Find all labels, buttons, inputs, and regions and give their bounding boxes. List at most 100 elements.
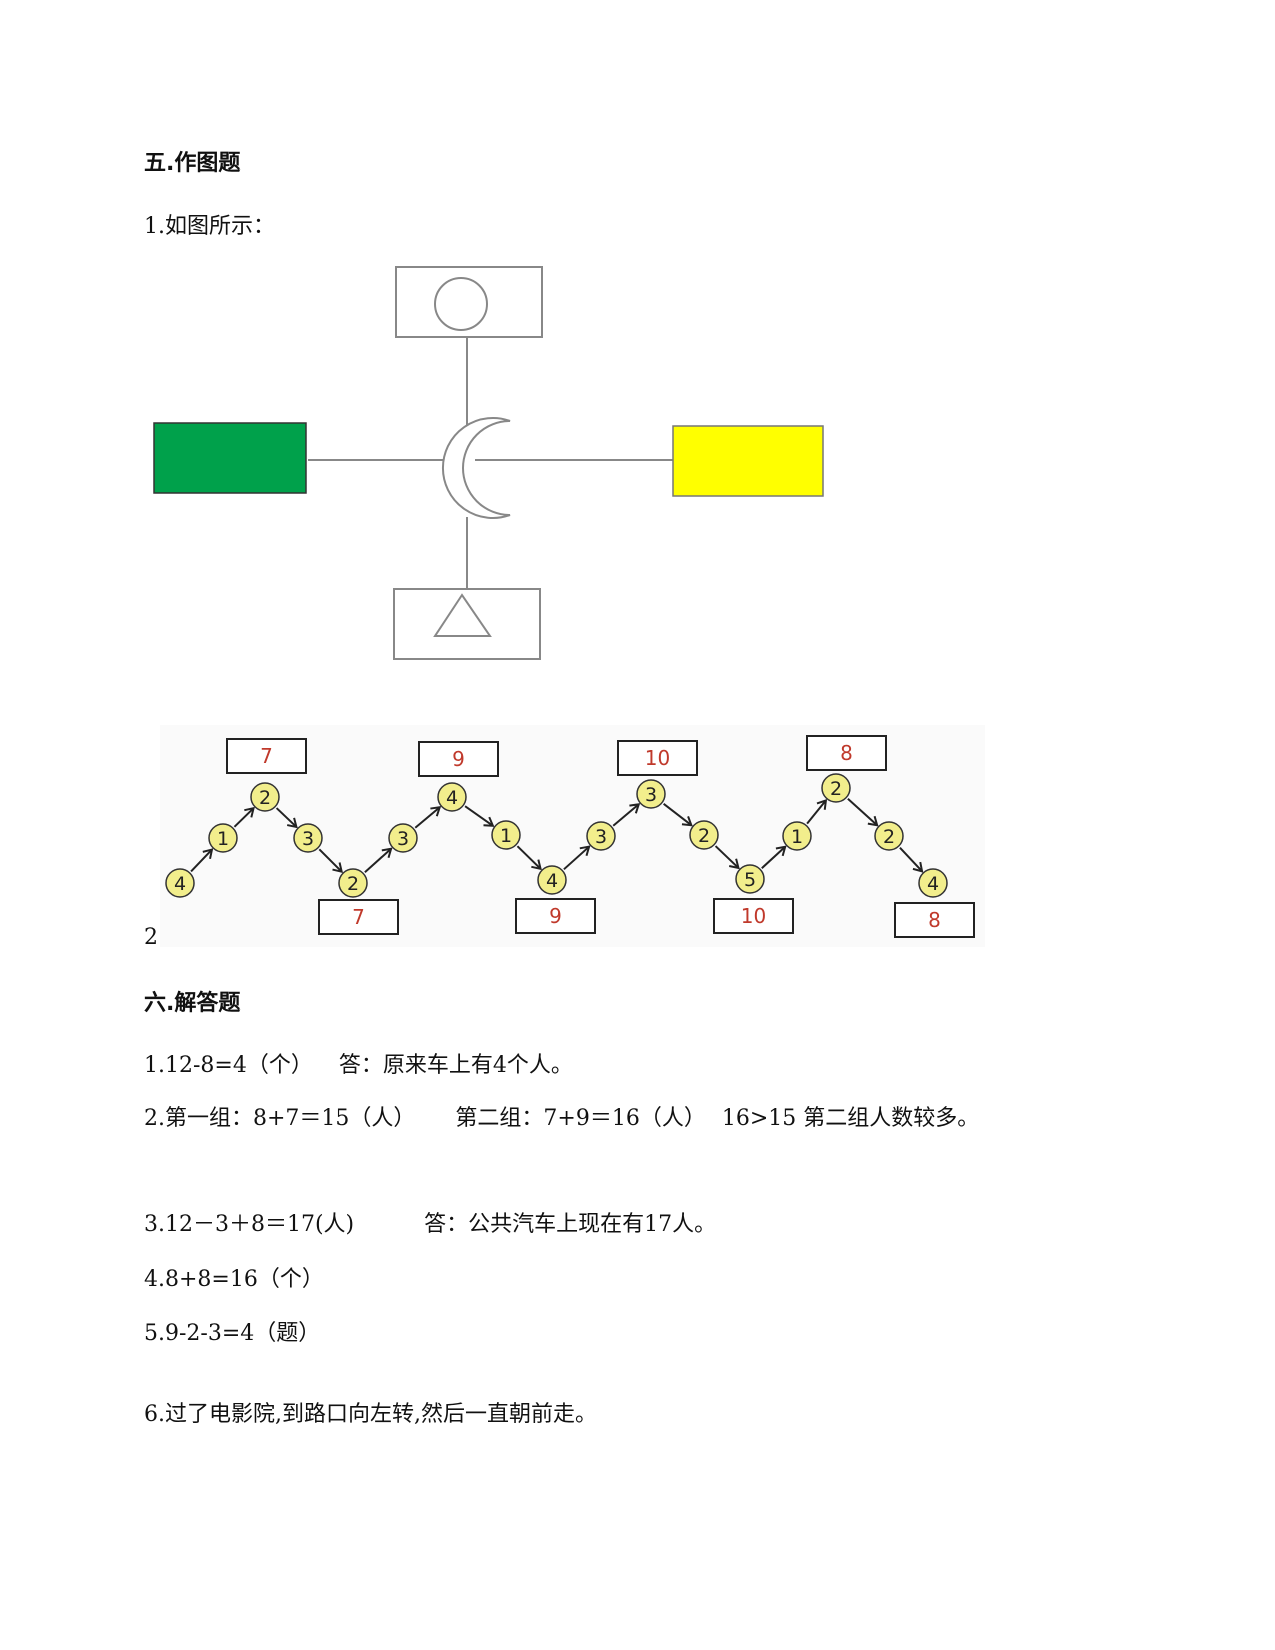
number-circle <box>821 773 851 803</box>
arrow-head <box>579 845 591 857</box>
top-sum-box: 10 <box>617 740 698 776</box>
sum-box-value: 9 <box>452 747 465 771</box>
number-circle <box>250 782 280 812</box>
yellow-rectangle <box>672 425 824 497</box>
arrow-head <box>912 861 924 873</box>
circle-icon <box>434 277 488 331</box>
arrow-head <box>286 817 298 829</box>
number-circle-value: 2 <box>883 826 895 848</box>
answer-1-text: 答：原来车上有4个人。 <box>338 1053 573 1078</box>
arrow-line <box>663 802 692 827</box>
number-circle-value: 2 <box>347 873 359 895</box>
arrow-line <box>714 845 740 869</box>
number-circle-value: 2 <box>698 825 710 847</box>
green-rectangle <box>153 422 307 494</box>
number-circle-value: 2 <box>259 787 271 809</box>
sum-box-value: 7 <box>352 905 365 929</box>
arrow-head <box>430 806 442 817</box>
number-circle-value: 4 <box>446 787 458 809</box>
answer-6: 6.过了电影院,到路口向左转,然后一直朝前走。 <box>144 1402 597 1427</box>
number-circle <box>208 823 238 853</box>
section-heading-6: 六.解答题 <box>144 991 241 1016</box>
number-circle <box>782 821 812 851</box>
arrow-line <box>318 848 343 873</box>
top-sum-box: 9 <box>418 741 499 777</box>
number-circle <box>735 864 765 894</box>
number-circle-value: 4 <box>546 870 558 892</box>
arrow-line <box>233 807 255 828</box>
number-circle-value: 1 <box>791 826 803 848</box>
arrow-head <box>629 803 641 814</box>
arrow-line <box>275 807 298 828</box>
answer-5: 5.9-2-3=4（题） <box>144 1321 321 1346</box>
number-circle-value: 3 <box>397 828 409 850</box>
bottom-sum-box: 9 <box>515 898 596 934</box>
bottom-sum-box: 8 <box>894 902 975 938</box>
sum-box-value: 9 <box>549 904 562 928</box>
answer-4: 4.8+8=16（个） <box>144 1267 324 1292</box>
answer-2-group-1: 2.第一组：8+7＝15（人） <box>144 1106 416 1131</box>
answer-2: 2.第一组：8+7＝15（人） 第二组：7+9＝16（人） 16>15 第二组人数较… <box>144 1100 979 1132</box>
arrow-head <box>202 848 214 860</box>
sum-box-value: 7 <box>260 744 273 768</box>
arrow-head <box>867 815 879 827</box>
answer-3-text: 答：公共汽车上现在有17人。 <box>424 1212 717 1237</box>
arrow-line <box>190 848 213 873</box>
arrow-line <box>464 805 494 827</box>
arrow-line <box>806 799 827 825</box>
answer-2-group-2: 第二组：7+9＝16（人） <box>455 1106 706 1131</box>
arrow-head <box>381 847 393 859</box>
arrow-head <box>332 862 344 874</box>
answer-1-equation: 1.12-8=4（个） <box>144 1053 313 1078</box>
sum-box-value: 10 <box>741 904 766 928</box>
arrow-line <box>364 847 392 874</box>
arrow-head <box>728 858 740 870</box>
number-circle-value: 3 <box>302 828 314 850</box>
sum-box-value: 8 <box>840 741 853 765</box>
arrow-head <box>816 798 828 810</box>
number-circle <box>636 779 666 809</box>
arrow-line <box>516 845 542 870</box>
arrow-line <box>563 845 590 871</box>
arrow-line <box>899 846 923 873</box>
triangle-icon <box>433 593 492 637</box>
bottom-sum-box: 7 <box>318 899 399 935</box>
number-circle <box>491 820 521 850</box>
number-circle-value: 2 <box>830 778 842 800</box>
sum-box-value: 8 <box>928 908 941 932</box>
question-2-label: 2. <box>144 925 165 950</box>
number-circle <box>537 865 567 895</box>
answer-3-equation: 3.12－3＋8＝17(人) <box>144 1212 355 1237</box>
number-circle <box>165 868 195 898</box>
arrow-head <box>775 845 787 857</box>
number-circle <box>388 823 418 853</box>
arrow-line <box>612 803 640 827</box>
arrow-head <box>531 859 542 871</box>
number-circle-value: 3 <box>595 826 607 848</box>
sum-box-value: 10 <box>645 746 670 770</box>
number-circle-value: 4 <box>174 873 186 895</box>
number-circle-value: 1 <box>500 825 512 847</box>
arrow-line <box>847 797 878 827</box>
shape-position-diagram <box>153 266 824 660</box>
number-circle-value: 5 <box>744 869 756 891</box>
answer-1: 1.12-8=4（个） 答：原来车上有4个人。 <box>144 1047 573 1079</box>
bottom-sum-box: 10 <box>713 898 794 934</box>
number-circle <box>338 868 368 898</box>
arrow-head <box>483 816 495 827</box>
arrow-head <box>681 816 693 827</box>
arrow-line <box>414 806 441 829</box>
arrow-line <box>761 846 786 869</box>
number-circle-value: 4 <box>927 873 939 895</box>
answer-3: 3.12－3＋8＝17(人) 答：公共汽车上现在有17人。 <box>144 1206 716 1238</box>
number-circle-value: 1 <box>217 828 229 850</box>
number-circle <box>586 821 616 851</box>
crescent-moon-icon <box>442 417 511 519</box>
section-heading-5: 五.作图题 <box>144 151 241 176</box>
top-sum-box: 7 <box>226 738 307 774</box>
number-circle <box>689 820 719 850</box>
answer-2-conclusion: 16>15 第二组人数较多。 <box>721 1106 980 1131</box>
number-circle <box>293 823 323 853</box>
question-1-label: 1.如图所示： <box>144 214 275 239</box>
